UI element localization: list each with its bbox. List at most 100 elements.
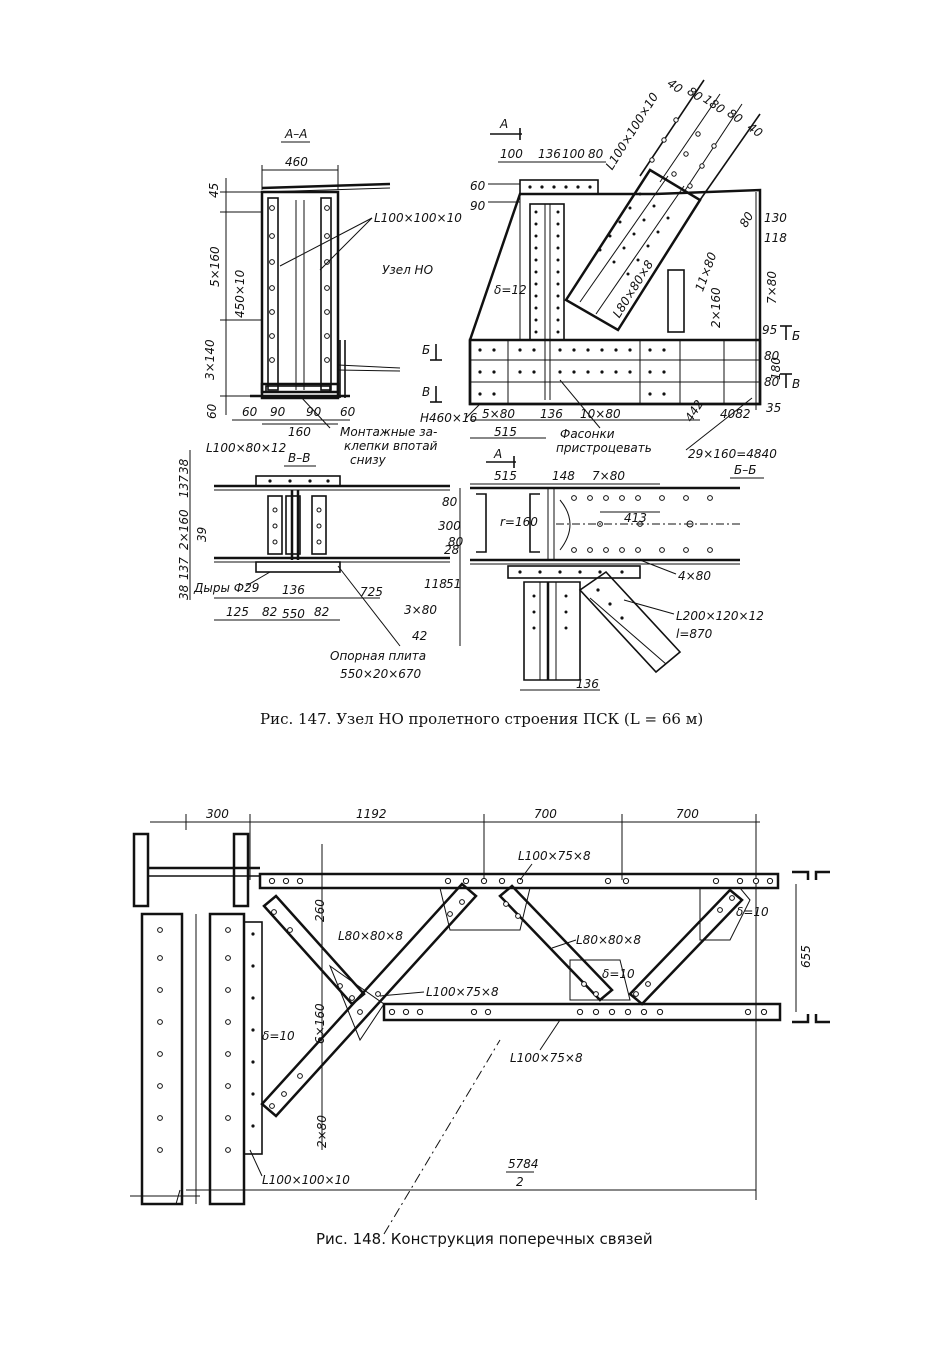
dim-r95: 95 xyxy=(762,323,777,337)
bb-rivets xyxy=(571,495,713,553)
dim-d80b: 80 xyxy=(725,106,746,126)
node-elevation: А 100 136 100 80 60 90 xyxy=(420,76,800,461)
dim-bb80: 80 xyxy=(442,495,458,509)
label-col-angle: L100×100×10 xyxy=(262,1173,350,1187)
dim-bb42: 42 xyxy=(412,629,427,643)
label-l80-right: L80×80×8 xyxy=(576,933,641,947)
dim-4082: 4082 xyxy=(720,407,751,421)
dim-t100b: 100 xyxy=(562,147,585,161)
dim-60-left: 60 xyxy=(205,403,219,419)
dim-bb7x80: 7×80 xyxy=(592,469,625,483)
figure-148: 300 1192 700 700 δ=10 xyxy=(130,807,830,1248)
dim-260: 260 xyxy=(313,899,327,922)
dim-t700b: 700 xyxy=(676,807,699,821)
dim-3x140: 3×140 xyxy=(203,339,217,380)
caption-fig-148: Рис. 148. Конструкция поперечных связей xyxy=(316,1230,653,1248)
label-bottom-angle: L100×75×8 xyxy=(510,1051,583,1065)
label-delta10-right: δ=10 xyxy=(736,905,769,919)
dim-b515: 515 xyxy=(494,425,517,439)
dim-b10x80: 10×80 xyxy=(580,407,621,421)
dim-450x10: 450×10 xyxy=(233,269,247,318)
dim-r7x80: 7×80 xyxy=(765,271,779,304)
label-delta10-col: δ=10 xyxy=(262,1029,295,1043)
label-node-no: Узел НО xyxy=(382,263,433,277)
dim-bb51: 51 xyxy=(446,577,461,591)
section-bb: А Б–Б 515 148 7×80 r=160 413 xyxy=(404,447,764,691)
label-top-angle: L100×75×8 xyxy=(518,849,591,863)
bottom-chord xyxy=(382,1002,782,1022)
dim-vv39: 39 xyxy=(195,527,209,542)
dim-bb28: 28 xyxy=(444,543,460,557)
dim-bb148: 148 xyxy=(552,469,575,483)
dim-vv725: 725 xyxy=(360,585,383,599)
dim-vv137b: 137 xyxy=(177,557,191,580)
mark-r-v: В xyxy=(792,377,800,391)
vertical-rivets xyxy=(534,210,560,334)
label-bb-angle200: L200×120×12 xyxy=(676,609,764,623)
dim-45: 45 xyxy=(207,183,221,198)
dim-t80: 80 xyxy=(588,147,604,161)
dim-5x160: 5×160 xyxy=(208,246,222,287)
dim-bb80b: 80 xyxy=(448,535,464,549)
dim-bb-r160: r=160 xyxy=(500,515,538,529)
label-fasonki-2: пристроцевать xyxy=(556,441,652,455)
dim-vv2x160: 2×160 xyxy=(177,509,191,550)
dim-d40a: 40 xyxy=(665,76,686,96)
dim-l60: 60 xyxy=(470,179,486,193)
mark-a-bb: А xyxy=(493,447,502,461)
mark-b: Б xyxy=(422,343,430,357)
label-montazh-2: клепки впотай xyxy=(344,439,438,453)
dim-t136: 136 xyxy=(538,147,561,161)
section-vv-title: В–В xyxy=(288,451,310,465)
dim-bb3x80: 3×80 xyxy=(404,603,437,617)
dim-442: 442 xyxy=(682,397,706,424)
dim-r35: 35 xyxy=(766,401,781,415)
dim-b160: 160 xyxy=(288,425,311,439)
left-column: δ=10 xyxy=(130,832,295,1206)
label-plate-1: Опорная плита xyxy=(330,649,426,663)
label-montazh-1: Монтажные за- xyxy=(340,425,437,439)
label-montazh-3: снизу xyxy=(350,453,387,467)
dim-d180: 180 xyxy=(701,92,728,117)
dim-bb118: 118 xyxy=(424,577,447,591)
dim-r80: 80 xyxy=(737,209,757,230)
label-angle-100x80: L100×80×12 xyxy=(206,441,286,455)
caption-fig-147: Рис. 147. Узел НО пролетного строения ПС… xyxy=(260,710,703,728)
dim-11x80: 11×80 xyxy=(692,250,719,293)
dim-vv136: 136 xyxy=(282,583,305,597)
mark-a: А xyxy=(499,117,508,131)
dim-t700a: 700 xyxy=(534,807,557,821)
label-fasonki-1: Фасонки xyxy=(560,427,615,441)
chord-rivets xyxy=(478,348,666,396)
dim-bb136: 136 xyxy=(576,677,599,691)
section-aa-title: А–А xyxy=(284,127,307,141)
dim-bb4x80: 4×80 xyxy=(678,569,711,583)
label-angle-100-aa: L100×100×10 xyxy=(374,211,462,225)
dim-2x160: 2×160 xyxy=(709,287,723,328)
dim-b60b: 60 xyxy=(340,405,356,419)
dim-b90a: 90 xyxy=(270,405,286,419)
dim-vv82b: 82 xyxy=(314,605,329,619)
dim-vv137: 137 xyxy=(177,475,191,498)
dim-r180: 180 xyxy=(769,357,783,380)
label-mid-angle: L100×75×8 xyxy=(426,985,499,999)
dim-vv125: 125 xyxy=(226,605,249,619)
dim-vv38: 38 xyxy=(177,458,191,474)
dim-6x160: 6×160 xyxy=(313,1003,327,1044)
dim-460: 460 xyxy=(285,155,308,169)
dim-r130: 130 xyxy=(764,211,787,225)
dim-29x160: 29×160=4840 xyxy=(688,447,777,461)
dim-b136: 136 xyxy=(540,407,563,421)
dim-bb413: 413 xyxy=(624,511,647,525)
dim-vv550: 550 xyxy=(282,607,305,621)
dim-span-den: 2 xyxy=(516,1175,524,1189)
dim-t1192: 1192 xyxy=(356,807,387,821)
dim-span-num: 5784 xyxy=(508,1157,539,1171)
section-bb-title: Б–Б xyxy=(734,463,756,477)
dim-2x80: 2×80 xyxy=(315,1115,329,1148)
column-rivets xyxy=(157,927,231,1153)
label-l80-left: L80×80×8 xyxy=(338,929,403,943)
section-vv: L100×80×12 В–В 38 137 2×160 39 137 38 xyxy=(177,441,450,681)
dim-vv82: 82 xyxy=(262,605,277,619)
